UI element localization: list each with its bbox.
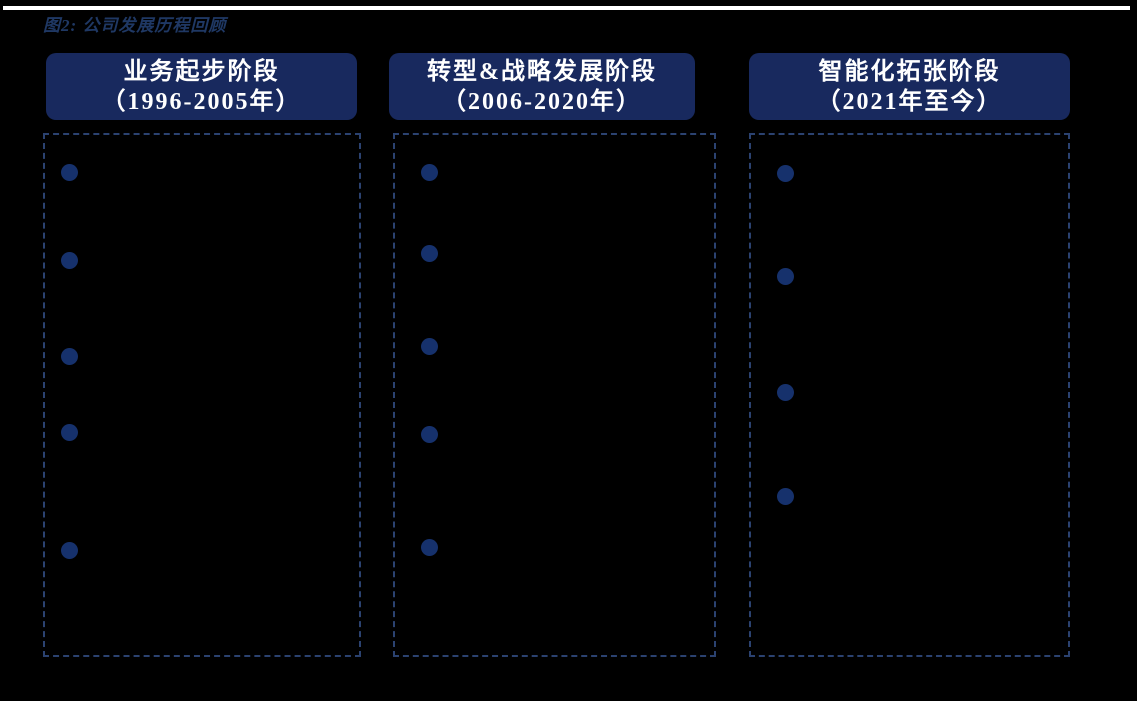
bullet-dot [421, 539, 438, 556]
phase-body [393, 133, 716, 657]
bullet-dot [421, 164, 438, 181]
phase-body [749, 133, 1070, 657]
bullet-dot [777, 268, 794, 285]
bullet-dot [777, 165, 794, 182]
phase-body [43, 133, 361, 657]
bullet-dot [61, 348, 78, 365]
bullet-dot [421, 338, 438, 355]
bullet-dot [61, 542, 78, 559]
phase-name: 业务起步阶段 [123, 59, 280, 85]
bullet-dot [61, 424, 78, 441]
figure-title: 图2: 公司发展历程回顾 [43, 16, 227, 35]
phase-period: （2006-2020年） [442, 89, 642, 115]
bullet-dot [777, 384, 794, 401]
bullet-dot [777, 488, 794, 505]
phase-period: （2021年至今） [816, 89, 1003, 115]
phase-name: 智能化拓张阶段 [818, 59, 1001, 85]
phase-period: （1996-2005年） [101, 89, 302, 115]
bullet-dot [61, 252, 78, 269]
phase-header: 智能化拓张阶段 （2021年至今） [749, 53, 1070, 120]
bullet-dot [421, 426, 438, 443]
table-top-rule [3, 6, 1130, 10]
phase-header: 转型&战略发展阶段 （2006-2020年） [389, 53, 695, 120]
bullet-dot [421, 245, 438, 262]
phase-name: 转型&战略发展阶段 [427, 59, 657, 85]
bullet-dot [61, 164, 78, 181]
phase-header: 业务起步阶段 （1996-2005年） [46, 53, 357, 120]
